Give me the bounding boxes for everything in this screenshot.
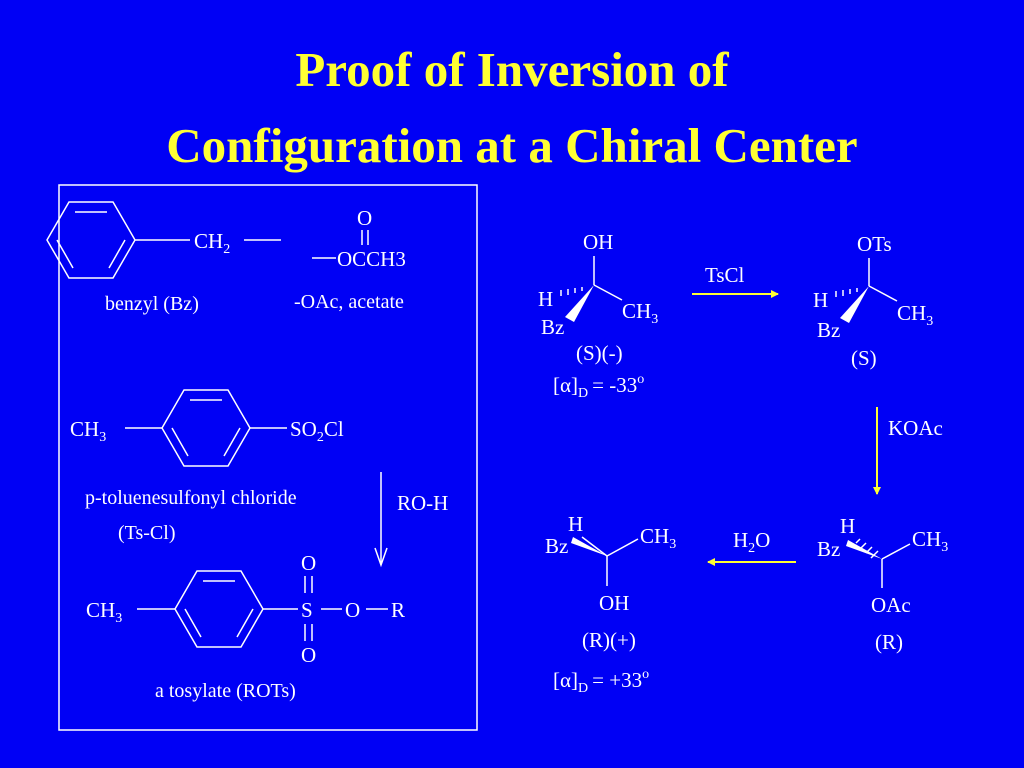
- arrow-h2o: H2O: [707, 528, 796, 566]
- acetate-r-h: H: [840, 514, 855, 538]
- arrow-tscl-label: TsCl: [705, 263, 745, 287]
- tosylate-s: OTs H Bz CH3 (S): [813, 232, 933, 370]
- tscl-structure: CH3 SO2Cl p-toluenesulfonyl chloride (Ts…: [70, 389, 344, 544]
- alcohol-r-bz: Bz: [545, 534, 568, 558]
- legend-box: [58, 184, 478, 731]
- tosylate-structure: CH3 S O O O R a tosylate (ROTs): [86, 551, 405, 702]
- tosylate-ch3: CH3: [86, 598, 122, 626]
- tscl-ring: [161, 389, 251, 467]
- tosylate-ring: [174, 570, 264, 648]
- reagent-roh: RO-H: [397, 491, 448, 515]
- acetate-r-ch3: CH3: [912, 527, 948, 555]
- alcohol-r-ch3: CH3: [640, 524, 676, 552]
- benzene-ring: [46, 201, 136, 279]
- tosylate-r: R: [391, 598, 405, 622]
- acetate-r-config: (R): [875, 630, 903, 654]
- alcohol-s-ch3: CH3: [622, 299, 658, 327]
- tscl-caption: p-toluenesulfonyl chloride: [85, 487, 297, 509]
- acetate-r: H Bz CH3 OAc (R): [817, 514, 948, 654]
- tosylate-s-config: (S): [851, 346, 877, 370]
- tosylate-s-bz: Bz: [817, 318, 840, 342]
- arrow-koac: KOAc: [873, 407, 943, 495]
- tosylate-s-h: H: [813, 288, 828, 312]
- tscl-abbr: (Ts-Cl): [118, 522, 175, 544]
- benzyl-structure: CH2 benzyl (Bz): [46, 201, 281, 315]
- alcohol-s-bz: Bz: [541, 315, 564, 339]
- title-line-1: Proof of Inversion of: [295, 42, 729, 97]
- alcohol-s-wedge: [565, 285, 594, 322]
- tosylate-s-ots: OTs: [857, 232, 892, 256]
- tosylate-s-hash-bond: [835, 288, 858, 297]
- tosylate-caption: a tosylate (ROTs): [155, 680, 296, 702]
- acetate-carbonyl-o: O: [357, 206, 372, 230]
- acetate-formula: OCCH3: [337, 247, 406, 271]
- benzyl-ch2: CH2: [194, 229, 230, 257]
- alcohol-r-wedge: [571, 537, 607, 556]
- acetate-r-wedge: [846, 540, 882, 559]
- tosylate-o-bottom: O: [301, 643, 316, 667]
- alcohol-s: OH H Bz CH3 (S)(-) [α]D= -33o: [538, 230, 658, 401]
- title-line-2: Configuration at a Chiral Center: [166, 118, 858, 173]
- alcohol-r-oh: OH: [599, 591, 629, 615]
- tosylate-s-ch3: CH3: [897, 301, 933, 329]
- acetate-r-bz: Bz: [817, 537, 840, 561]
- arrow-koac-label: KOAc: [888, 416, 943, 440]
- acetate-caption: -OAc, acetate: [294, 291, 404, 313]
- acetate-r-oac: OAc: [871, 593, 911, 617]
- alcohol-r-config: (R)(+): [582, 628, 636, 652]
- tscl-ch3: CH3: [70, 417, 106, 445]
- tosylate-o-ester: O: [345, 598, 360, 622]
- alcohol-s-config: (S)(-): [576, 341, 623, 365]
- alcohol-s-rotation: [α]D= -33o: [553, 372, 644, 401]
- roh-arrow: RO-H: [374, 472, 448, 568]
- tosylate-s: S: [301, 598, 313, 622]
- alcohol-r-rotation: [α]D= +33o: [553, 667, 649, 696]
- tscl-so2cl: SO2Cl: [290, 417, 344, 445]
- benzyl-caption: benzyl (Bz): [105, 293, 199, 315]
- arrow-h2o-label: H2O: [733, 528, 770, 556]
- alcohol-r: H Bz CH3 OH (R)(+) [α]D= +33o: [545, 512, 676, 696]
- arrow-tscl: TsCl: [692, 263, 779, 298]
- alcohol-r-h: H: [568, 512, 583, 536]
- tosylate-s-wedge: [840, 286, 869, 323]
- alcohol-s-h: H: [538, 287, 553, 311]
- acetate-structure: O OCCH3 -OAc, acetate: [294, 206, 406, 313]
- alcohol-s-oh: OH: [583, 230, 613, 254]
- alcohol-s-hash-bond: [560, 287, 583, 296]
- tosylate-o-top: O: [301, 551, 316, 575]
